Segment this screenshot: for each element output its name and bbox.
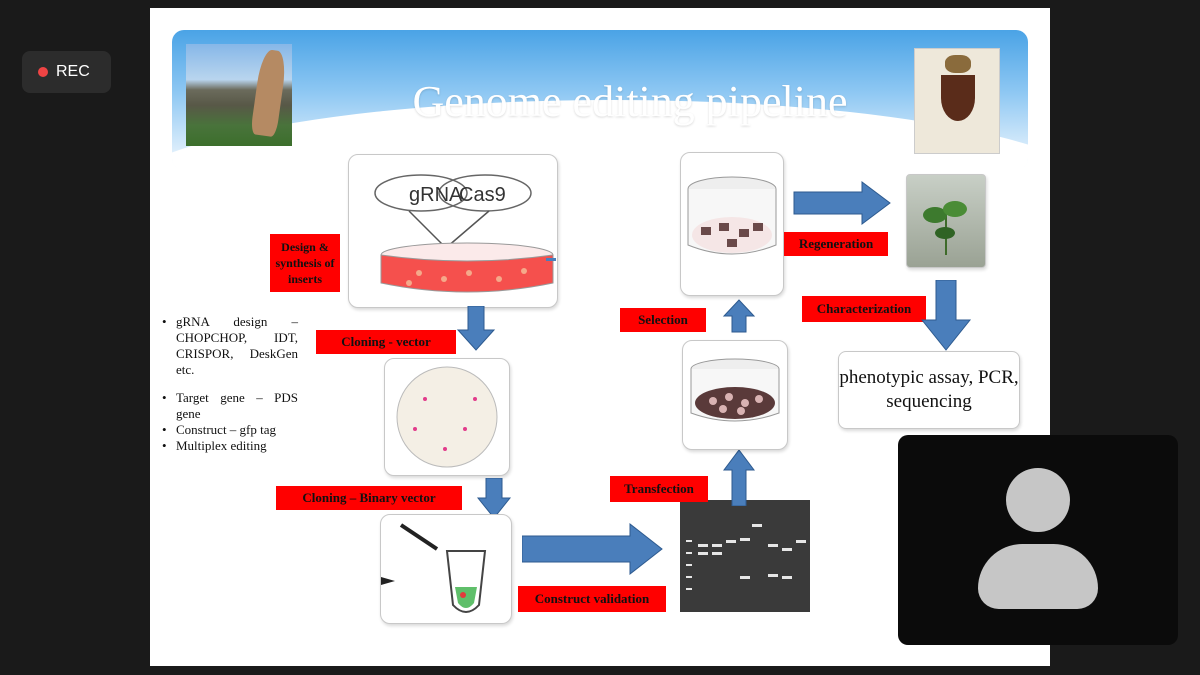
title-banner (172, 30, 1028, 170)
bullet-target-gene: Target gene – PDS gene (162, 390, 298, 422)
right-arrow-icon (522, 522, 663, 576)
label-transfection: Transfection (610, 476, 708, 502)
grna-text: gRNA (409, 184, 463, 206)
slide-title: Genome editing pipeline (412, 77, 848, 126)
bullet-list: gRNA design – CHOPCHOP, IDT, CRISPOR, De… (158, 314, 298, 454)
plate-card (384, 358, 510, 476)
label-regeneration: Regeneration (784, 232, 888, 256)
bullet-multiplex: Multiplex editing (162, 438, 298, 454)
grna-cas9-diagram: gRNA Cas9 (374, 174, 554, 293)
tube-card (380, 514, 512, 624)
cas9-text: Cas9 (459, 184, 506, 206)
label-cloning-binary: Cloning – Binary vector (276, 486, 462, 510)
connector (546, 258, 556, 261)
outcome-box: phenotypic assay, PCR, sequencing (838, 351, 1020, 429)
label-characterization: Characterization (802, 296, 926, 322)
university-crest (914, 48, 1000, 154)
down-arrow-icon (476, 478, 512, 519)
label-selection: Selection (620, 308, 706, 332)
up-arrow-icon (723, 449, 755, 506)
right-arrow-icon (793, 181, 891, 225)
recording-label: REC (56, 63, 90, 80)
person-avatar-body (978, 544, 1098, 609)
down-arrow-icon (456, 306, 496, 351)
person-avatar-icon (1006, 468, 1070, 532)
campus-photo (186, 44, 292, 146)
down-arrow-icon (920, 280, 972, 351)
record-dot-icon (38, 67, 48, 77)
selection-dish-card (682, 340, 788, 450)
up-arrow-icon (722, 299, 756, 333)
recording-indicator: REC (22, 51, 111, 93)
design-card: gRNA Cas9 (348, 154, 558, 308)
label-cloning-vector: Cloning - vector (316, 330, 456, 354)
presentation-slide: Genome editing pipeline gRNA Cas9 Design… (150, 8, 1050, 666)
plant-photo (906, 174, 986, 268)
bullet-construct: Construct – gfp tag (162, 422, 298, 438)
gel-image (680, 500, 810, 612)
label-design: Design & synthesis of inserts (270, 234, 340, 292)
bullet-grna-design: gRNA design – CHOPCHOP, IDT, CRISPOR, De… (162, 314, 298, 378)
participant-video-tile[interactable] (898, 435, 1178, 645)
label-construct-validation: Construct validation (518, 586, 666, 612)
regeneration-dish-card (680, 152, 784, 296)
